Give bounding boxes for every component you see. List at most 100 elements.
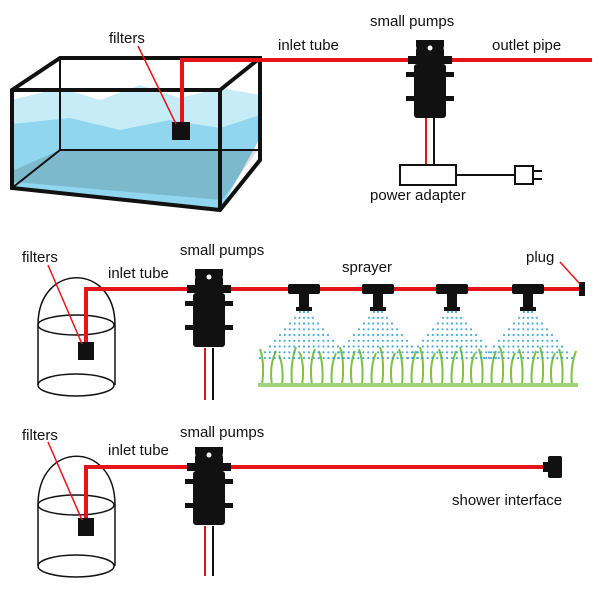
mist-droplet: [426, 356, 429, 360]
mist-droplet: [517, 322, 520, 325]
mist-droplet: [446, 356, 449, 360]
mist-droplet: [396, 345, 399, 348]
mist-droplet: [470, 333, 473, 337]
mist-droplet: [536, 345, 539, 348]
mist-droplet: [273, 345, 276, 348]
mist-droplet: [367, 345, 370, 348]
mist-droplet: [307, 333, 310, 337]
mist-droplet: [450, 333, 454, 337]
mist-droplet: [465, 339, 468, 342]
mist-droplet: [263, 351, 267, 354]
diagram-aquarium: filters inlet tube small pumps outlet pi…: [10, 13, 592, 213]
mist-droplet: [446, 310, 450, 314]
mist-droplet: [446, 316, 449, 319]
mist-droplet: [312, 351, 315, 354]
mist-droplet: [446, 339, 449, 342]
mist-droplet: [283, 351, 286, 354]
mist-droplet: [372, 322, 375, 325]
mist-droplet: [268, 351, 271, 354]
mist-droplet: [376, 328, 380, 331]
mist-droplet: [312, 322, 315, 325]
mist-droplet: [283, 345, 286, 348]
power-adapter-box: [399, 164, 457, 186]
mist-droplet: [357, 351, 360, 354]
mist-droplet: [465, 345, 468, 348]
mist-droplet: [288, 345, 291, 348]
mist-droplet: [431, 345, 434, 348]
mist-droplet: [536, 351, 539, 354]
mist-droplet: [347, 345, 350, 348]
mist-droplet: [293, 328, 296, 331]
mist-droplet: [482, 356, 486, 360]
mist-droplet: [475, 351, 478, 354]
mist-droplet: [391, 356, 394, 360]
mist-droplet: [507, 356, 510, 360]
mist-droplet: [337, 356, 340, 360]
mist-droplet: [546, 345, 549, 348]
mist-droplet: [460, 351, 463, 354]
mist-droplet: [372, 339, 375, 342]
mist-droplet: [475, 356, 478, 360]
mist-droplet: [406, 351, 409, 354]
mist-droplet: [541, 328, 544, 331]
mist-droplet: [298, 333, 301, 337]
mist-droplet: [391, 333, 394, 337]
filters-pointer-1: [137, 45, 177, 125]
mist-droplet: [302, 328, 306, 331]
mist-droplet: [362, 333, 365, 337]
mist-droplet: [380, 310, 384, 314]
mist-droplet: [336, 345, 340, 348]
mist-droplet: [307, 322, 310, 325]
bucket-3: [37, 455, 116, 578]
mist-droplet: [293, 322, 296, 325]
mist-droplet: [455, 345, 458, 348]
mist-droplet: [322, 351, 325, 354]
plug-pointer: [559, 261, 581, 285]
mist-droplet: [322, 356, 325, 360]
mist-droplet: [551, 345, 554, 348]
mist-droplet: [431, 339, 434, 342]
mist-droplet: [283, 339, 286, 342]
diagram-shower: filters inlet tube small pumps shower in…: [22, 424, 562, 578]
mist-droplet: [502, 356, 505, 360]
mist-droplet: [372, 328, 375, 331]
mist-droplet: [381, 328, 384, 331]
mist-droplet: [298, 328, 301, 331]
mist-droplet: [395, 328, 399, 331]
mist-droplet: [541, 333, 544, 337]
mist-droplet: [426, 345, 429, 348]
mist-droplet: [396, 339, 399, 342]
mist-droplet: [497, 356, 500, 360]
mist-droplet: [283, 333, 286, 337]
mist-droplet: [540, 322, 544, 325]
mist-droplet: [450, 351, 454, 354]
mist-droplet: [541, 339, 544, 342]
mist-droplet: [446, 345, 449, 348]
mist-droplet: [517, 351, 520, 354]
mist-droplet: [507, 345, 510, 348]
mist-droplet: [536, 322, 539, 325]
mist-droplet: [352, 356, 355, 360]
mist-droplet: [411, 351, 415, 354]
mist-droplet: [307, 356, 310, 360]
mist-droplet: [507, 328, 511, 331]
mist-droplet: [487, 351, 491, 354]
mist-droplet: [421, 356, 424, 360]
mist-droplet: [492, 356, 495, 360]
mist-droplet: [406, 345, 409, 348]
mist-droplet: [436, 333, 439, 337]
mist-droplet: [450, 328, 454, 331]
mist-droplet: [367, 351, 370, 354]
mist-droplet: [431, 333, 434, 337]
mist-droplet: [517, 333, 520, 337]
mist-droplet: [450, 310, 454, 314]
mist-droplet: [455, 356, 458, 360]
mist-droplet: [367, 356, 370, 360]
mist-droplet: [362, 328, 365, 331]
mist-droplet: [545, 328, 549, 331]
grass: [259, 346, 577, 386]
inlet-tube-1: [180, 58, 412, 125]
mist-droplet: [460, 328, 463, 331]
mist-droplet: [551, 339, 554, 342]
mist-droplet: [381, 339, 384, 342]
